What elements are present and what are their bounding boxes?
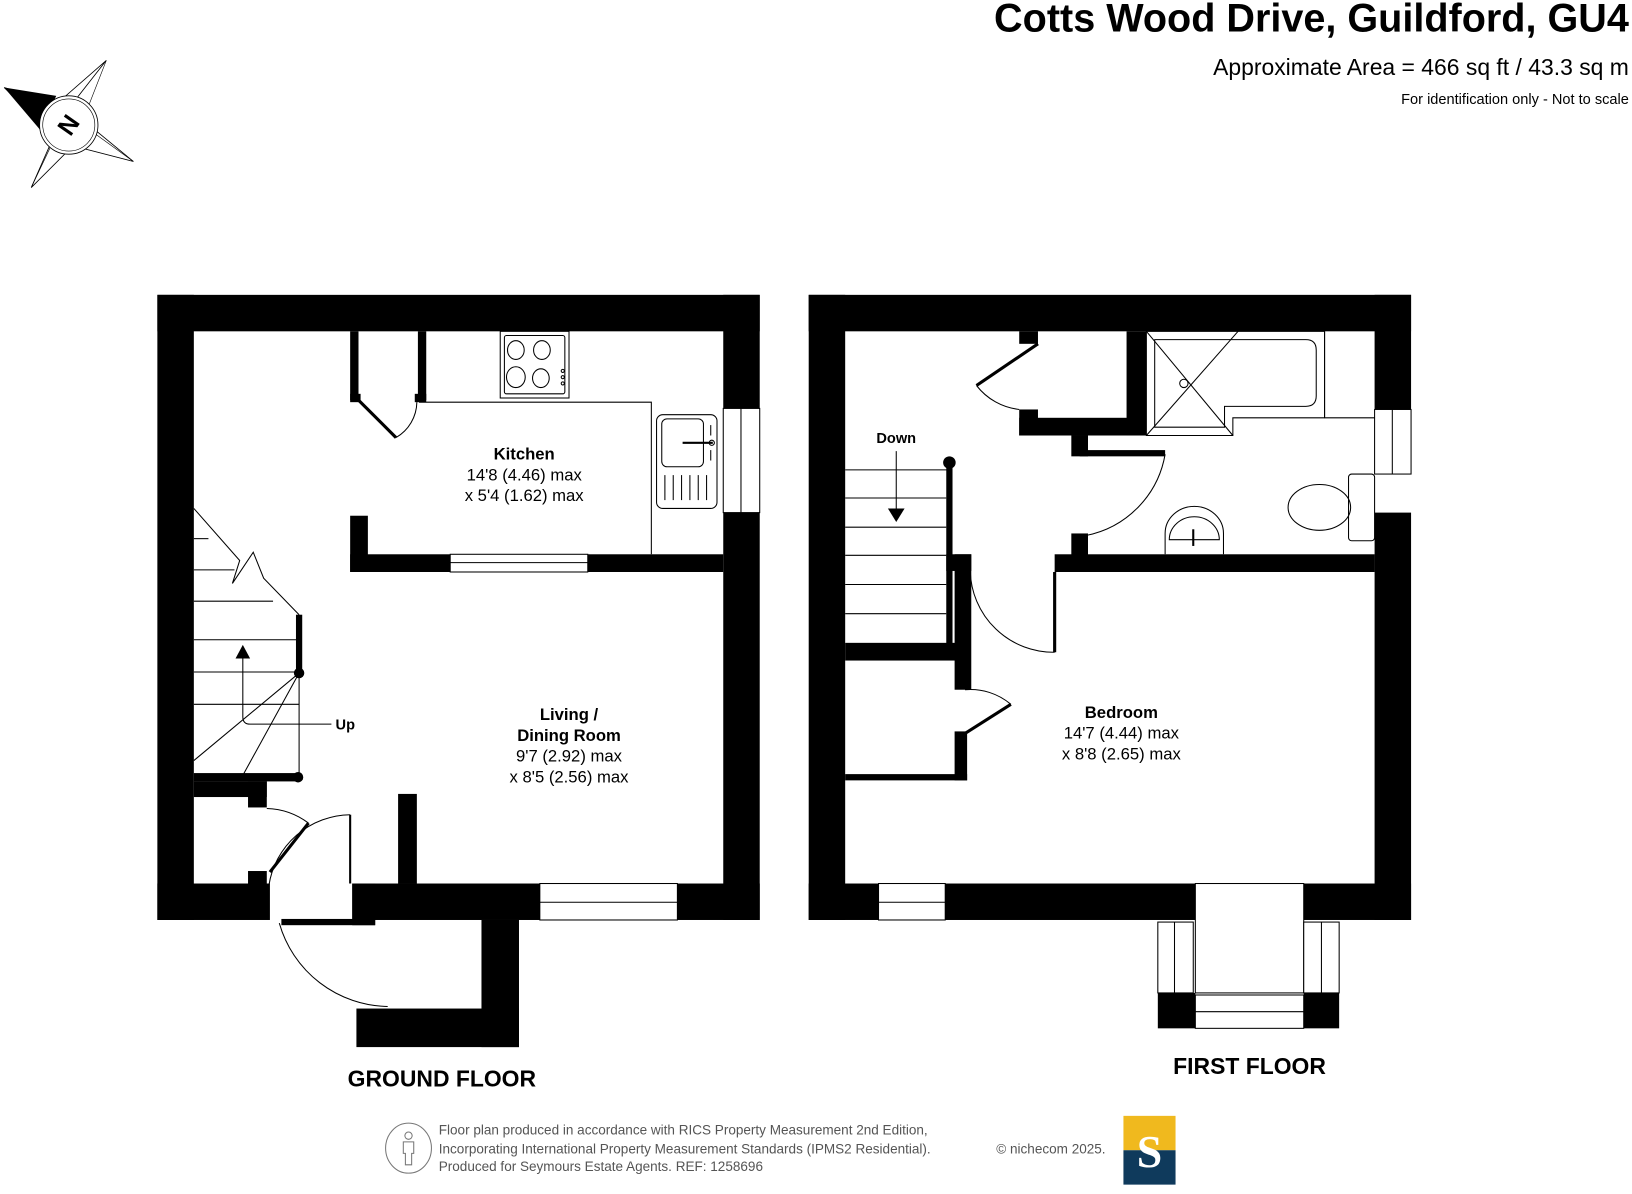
compass-north-icon: N <box>3 60 134 188</box>
arrow-up-icon <box>235 644 251 659</box>
bath-icon <box>1145 330 1375 437</box>
stairs-up-label: Up <box>336 717 356 733</box>
toilet-icon <box>1287 473 1376 542</box>
footer-line-1: Floor plan produced in accordance with R… <box>439 1123 928 1138</box>
room-name: Living / <box>540 705 599 724</box>
sink-icon <box>656 414 718 509</box>
person-icon <box>385 1122 432 1174</box>
kitchen-label: Kitchen 14'8 (4.46) max x 5'4 (1.62) max <box>465 444 585 505</box>
room-name: Kitchen <box>494 444 555 463</box>
copyright: © nichecom 2025. <box>996 1141 1105 1156</box>
hob-icon <box>499 330 570 399</box>
page-title: Cotts Wood Drive, Guildford, GU4 <box>994 0 1629 40</box>
room-dimension: x 8'8 (2.65) max <box>1062 745 1182 764</box>
header: Cotts Wood Drive, Guildford, GU4 Approxi… <box>994 0 1629 108</box>
room-dimension: 14'7 (4.44) max <box>1064 724 1180 743</box>
room-name: Bedroom <box>1085 703 1158 722</box>
staircase-down: Down <box>845 431 956 645</box>
basin-icon <box>1164 505 1224 555</box>
room-dimension: 9'7 (2.92) max <box>516 747 623 766</box>
room-dimension: x 5'4 (1.62) max <box>465 486 585 505</box>
logo-letter: S <box>1137 1126 1163 1177</box>
stairs-down-label: Down <box>876 431 916 447</box>
first-floor-plan: Down <box>808 294 1412 1029</box>
staircase-up: Up <box>193 508 356 783</box>
footer-line-3: Produced for Seymours Estate Agents. REF… <box>439 1159 763 1174</box>
ground-floor-plan: Up <box>157 294 761 1048</box>
disclaimer: For identification only - Not to scale <box>1401 92 1629 108</box>
ground-floor-label: GROUND FLOOR <box>348 1066 537 1092</box>
room-dimension: x 8'5 (2.56) max <box>510 767 630 786</box>
room-name: Dining Room <box>517 726 621 745</box>
room-dimension: 14'8 (4.46) max <box>467 465 583 484</box>
first-floor-label: FIRST FLOOR <box>1173 1053 1326 1079</box>
arrow-down-icon <box>887 508 905 522</box>
seymours-logo: S <box>1123 1115 1176 1185</box>
approximate-area: Approximate Area = 466 sq ft / 43.3 sq m <box>1213 54 1629 80</box>
footer: Floor plan produced in accordance with R… <box>385 1115 1176 1185</box>
living-dining-label: Living / Dining Room 9'7 (2.92) max x 8'… <box>510 705 630 787</box>
bay-window <box>1194 882 1305 994</box>
bedroom-label: Bedroom 14'7 (4.44) max x 8'8 (2.65) max <box>1062 703 1182 764</box>
footer-line-2: Incorporating International Property Mea… <box>439 1141 931 1156</box>
